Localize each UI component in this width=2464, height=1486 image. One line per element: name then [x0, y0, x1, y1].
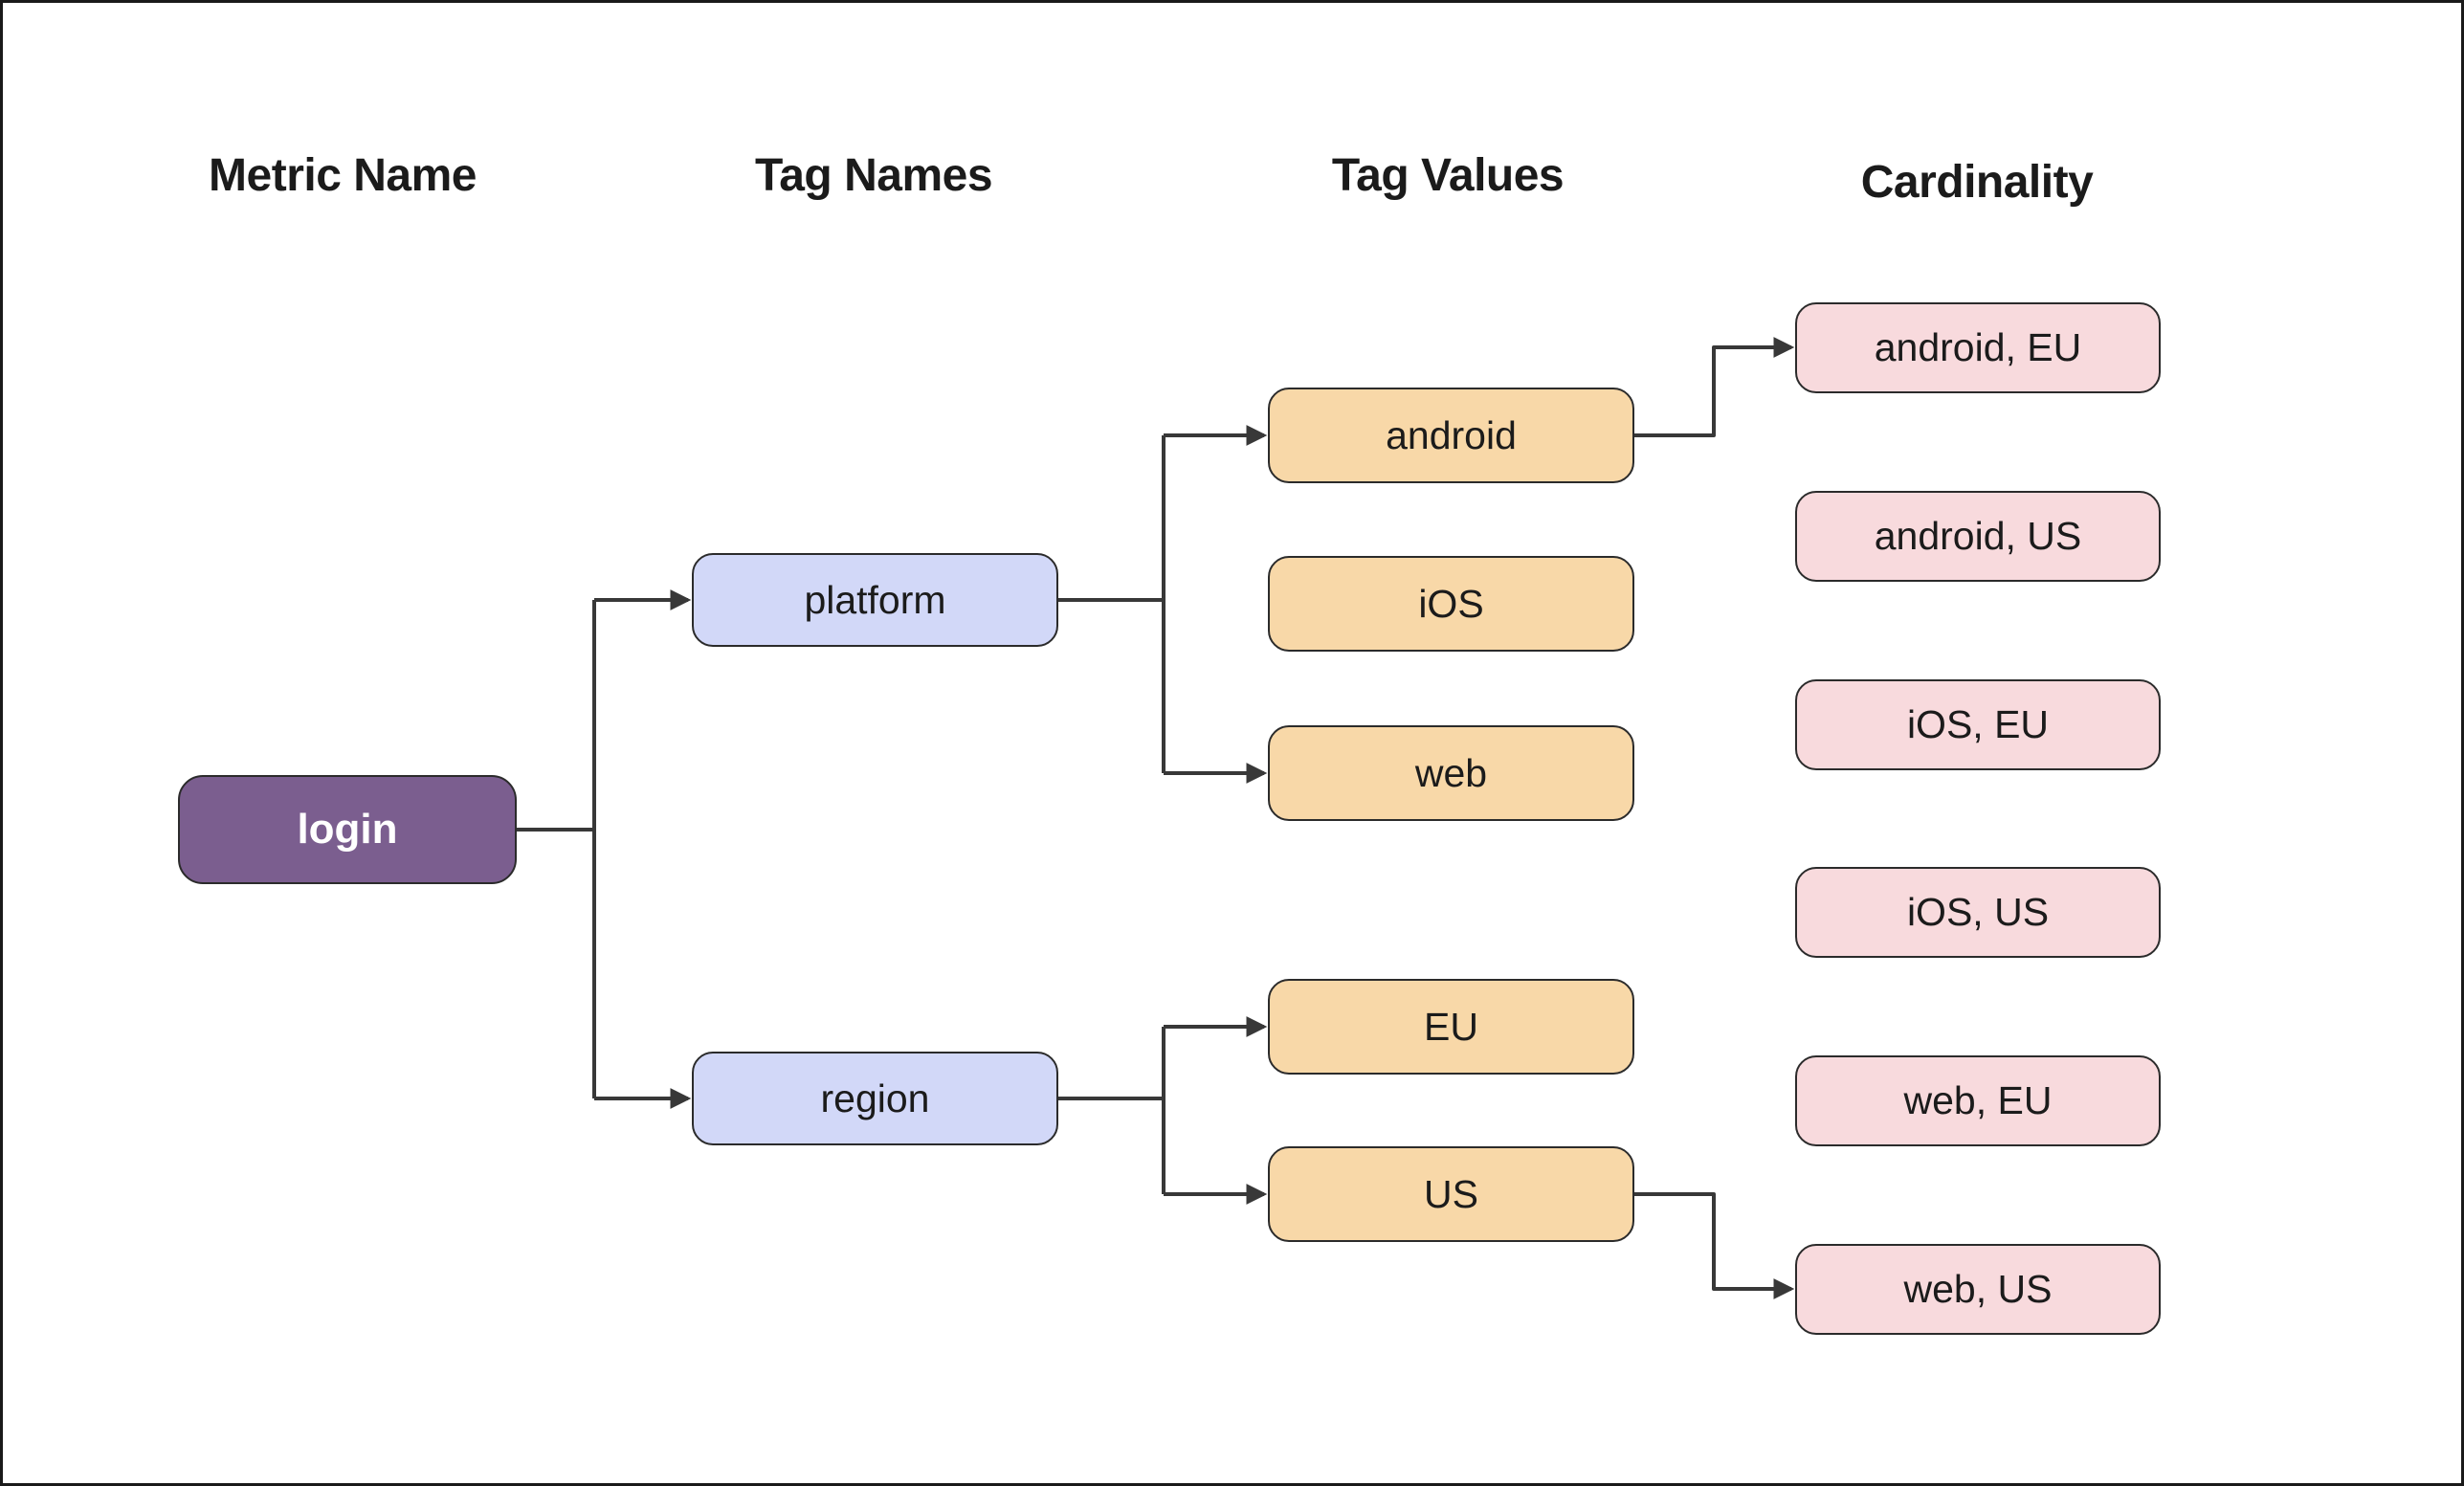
node-ios-us: iOS, US: [1795, 867, 2161, 958]
column-header-metric-name: Metric Name: [209, 150, 477, 201]
node-android-us: android, US: [1795, 491, 2161, 582]
node-ios-eu: iOS, EU: [1795, 679, 2161, 770]
column-header-tag-names: Tag Names: [754, 150, 993, 201]
node-android: android: [1268, 388, 1634, 483]
node-us: US: [1268, 1146, 1634, 1242]
edge-android-androideu: [1634, 337, 1795, 437]
column-header-tag-values: Tag Values: [1331, 150, 1565, 201]
column-header-cardinality: Cardinality: [1860, 157, 2094, 208]
edge-us-webus: [1634, 1192, 1795, 1299]
node-web-us: web, US: [1795, 1244, 2161, 1335]
node-android-eu: android, EU: [1795, 302, 2161, 393]
node-web-eu: web, EU: [1795, 1055, 2161, 1146]
node-login: login: [178, 775, 517, 884]
node-eu: EU: [1268, 979, 1634, 1075]
node-region: region: [692, 1052, 1058, 1145]
node-platform: platform: [692, 553, 1058, 647]
node-web: web: [1268, 725, 1634, 821]
node-ios: iOS: [1268, 556, 1634, 652]
